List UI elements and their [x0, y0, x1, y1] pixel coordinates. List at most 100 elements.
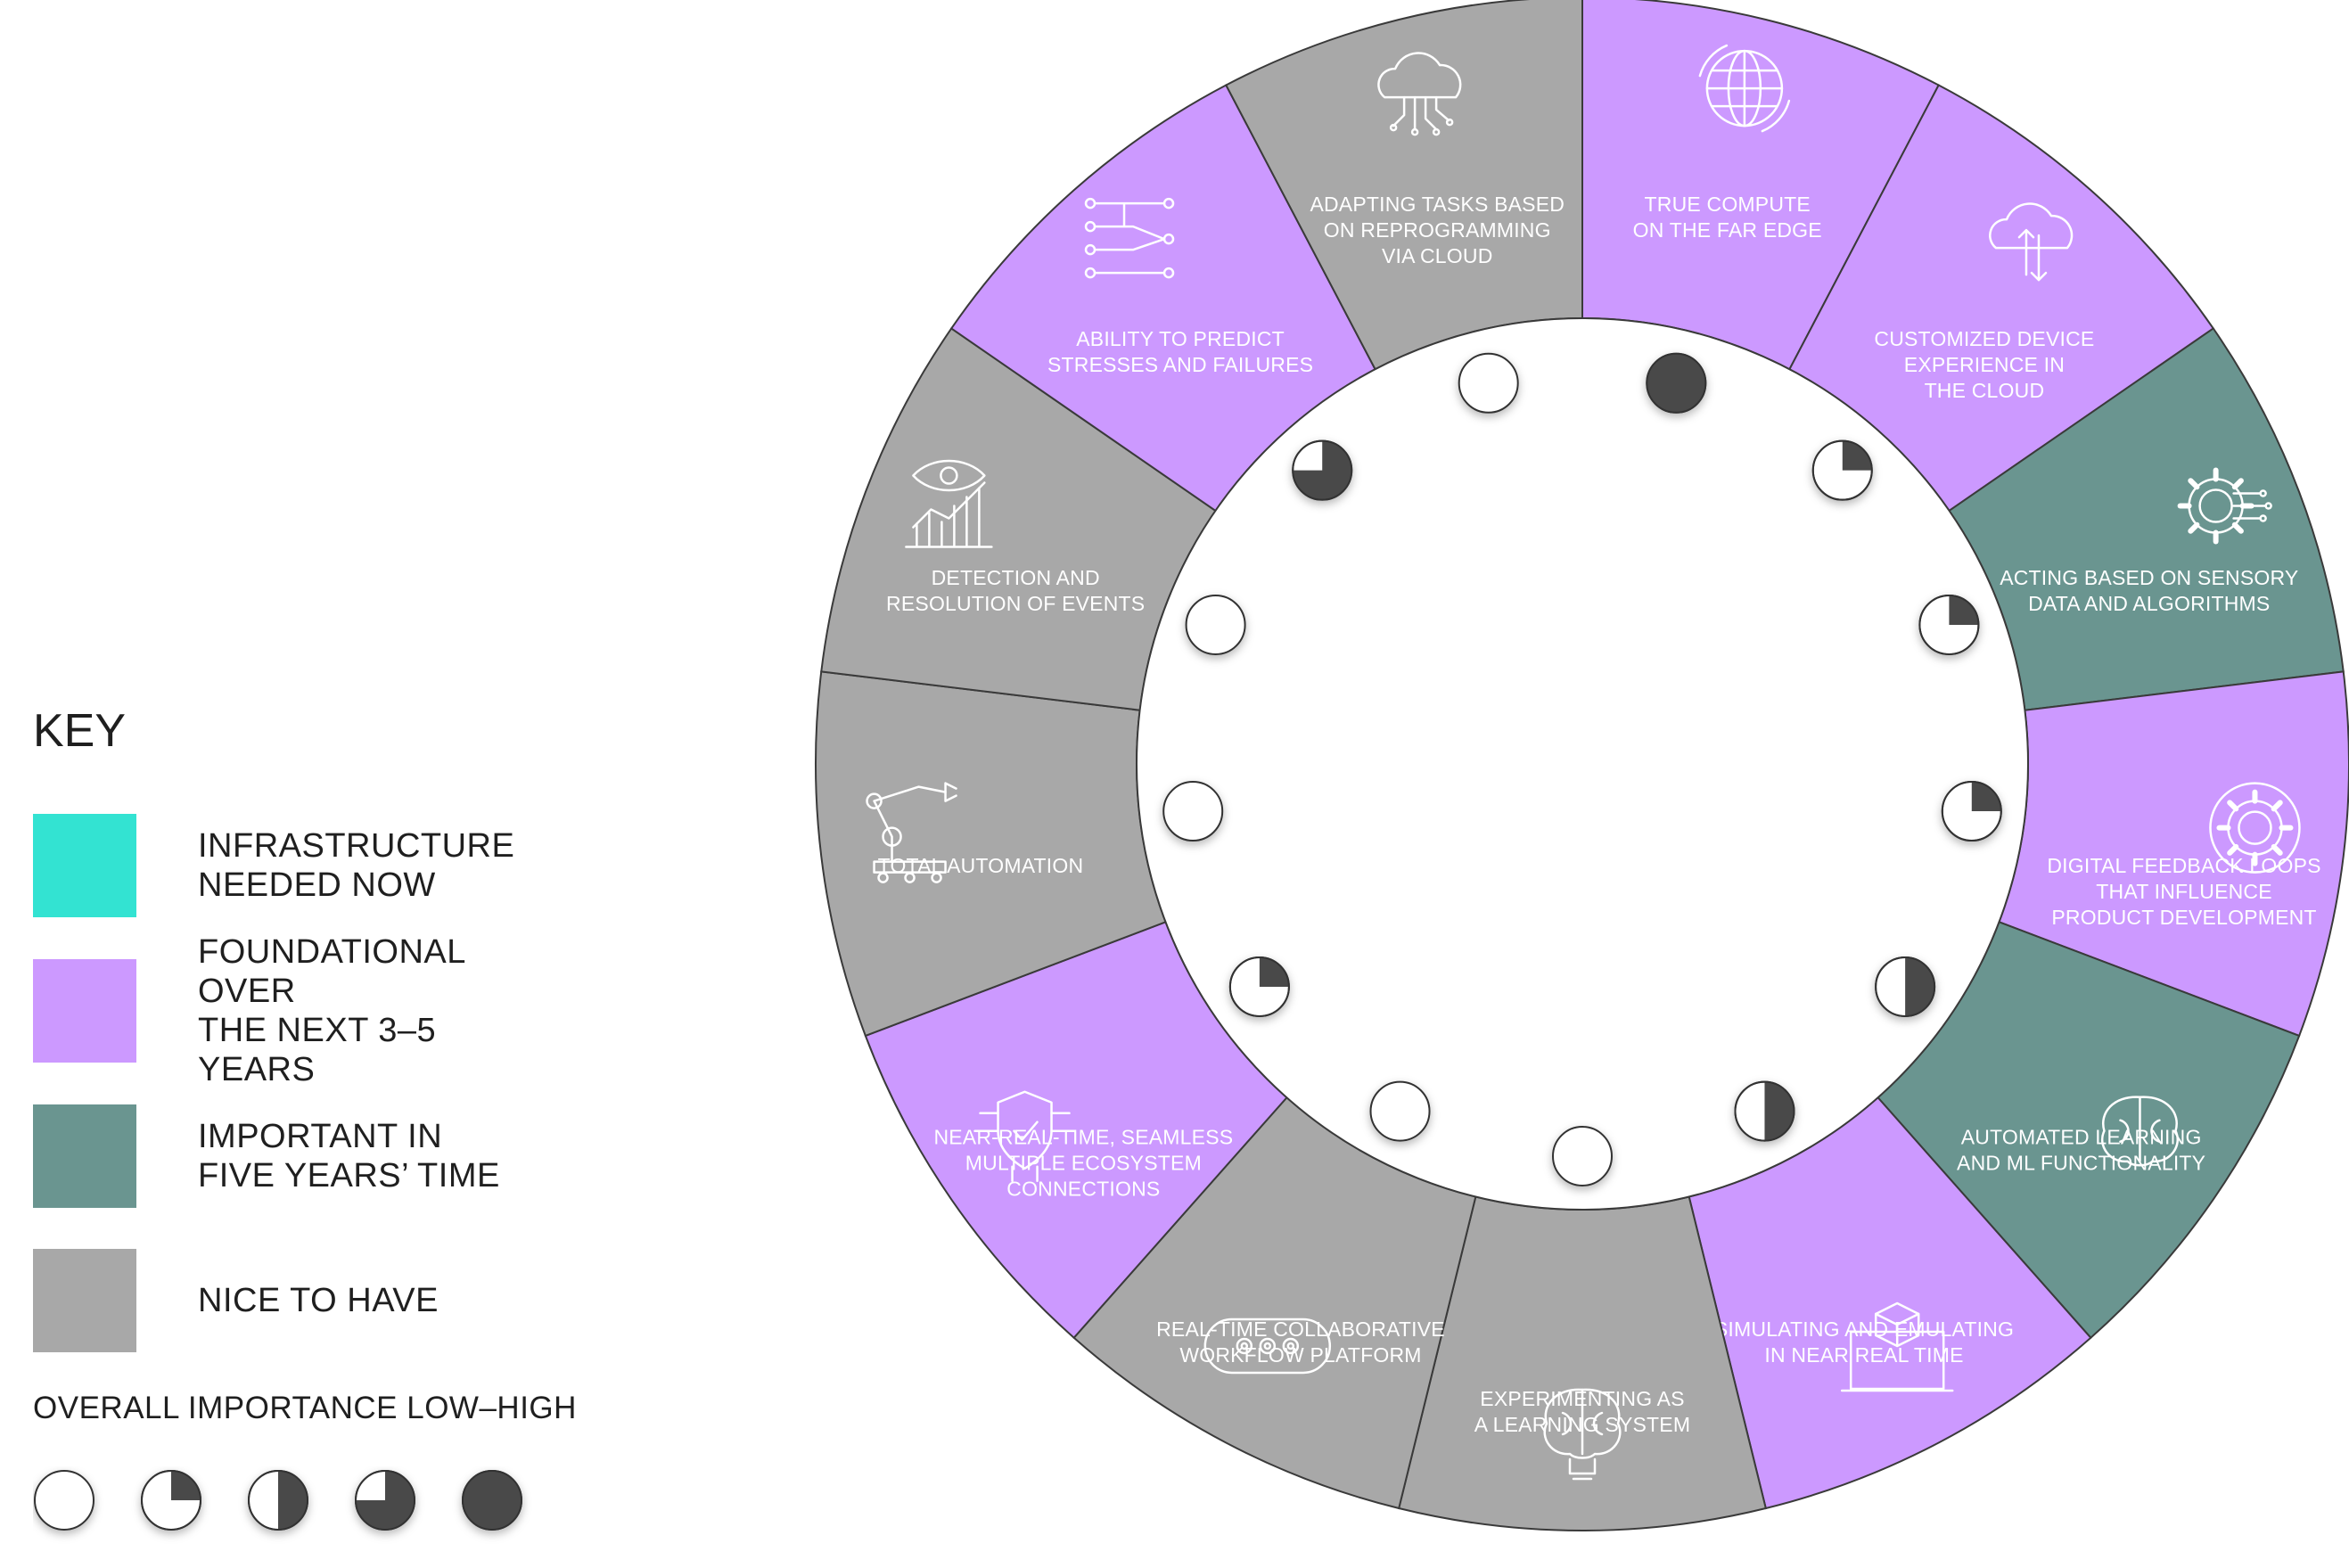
segment-label-line: CONNECTIONS	[1006, 1177, 1160, 1200]
key-swatch-important	[33, 1104, 136, 1208]
branch-nodes-icon	[1084, 197, 1175, 279]
gear-loop-icon	[2209, 782, 2301, 874]
importance-level-0	[34, 1470, 94, 1531]
key-item-important: IMPORTANT IN FIVE YEARS’ TIME	[33, 1104, 532, 1208]
segment-label-line: ABILITY TO PREDICT	[1076, 327, 1285, 350]
segment-label-line: DATA AND ALGORITHMS	[2028, 592, 2270, 615]
importance-indicator	[1369, 1080, 1431, 1142]
segment-label-line: IN NEAR REAL TIME	[1764, 1343, 1963, 1367]
importance-indicator	[1918, 594, 1980, 655]
key-item-foundational: FOUNDATIONAL OVER THE NEXT 3–5 YEARS	[33, 933, 532, 1088]
segment-label-line: DIGITAL FEEDBACK LOOPS	[2047, 854, 2320, 877]
segment-label-line: TRUE COMPUTE	[1645, 193, 1811, 216]
key-item-infrastructure: INFRASTRUCTURE NEEDED NOW	[33, 814, 532, 917]
segment-label: AUTOMATED LEARNING AND ML FUNCTIONALITY	[1957, 1125, 2205, 1174]
segment-label-line: AUTOMATED LEARNING	[1961, 1125, 2202, 1148]
segment-label-line: WORKFLOW PLATFORM	[1179, 1343, 1421, 1367]
importance-scale	[34, 1470, 522, 1531]
segment-label-line: REAL-TIME COLLABORATIVE	[1156, 1318, 1445, 1341]
key-title: KEY	[33, 705, 127, 757]
segment-label-line: ACTING BASED ON SENSORY	[2000, 566, 2298, 589]
segment-label-line: ADAPTING TASKS BASED	[1310, 193, 1565, 216]
importance-indicator	[1162, 781, 1224, 842]
brain-icon	[2101, 1096, 2179, 1167]
importance-indicator	[1811, 439, 1873, 501]
key-label-foundational: FOUNDATIONAL OVER THE NEXT 3–5 YEARS	[198, 933, 465, 1088]
importance-indicator	[1875, 956, 1936, 1017]
lightbulb-brain-icon	[1543, 1388, 1622, 1481]
segment-label-line: MULTIPLE ECOSYSTEM	[965, 1151, 1202, 1174]
importance-scale-title: OVERALL IMPORTANCE LOW–HIGH	[33, 1391, 577, 1425]
segment-label-line: CUSTOMIZED DEVICE	[1874, 327, 2094, 350]
segment-label-line: TOTAL AUTOMATION	[878, 854, 1084, 877]
segment-gear-circuit: ACTING BASED ON SENSORY DATA AND ALGORITH…	[1948, 327, 2345, 711]
cloud-circuit-icon	[1377, 52, 1462, 136]
segment-label-line: VIA CLOUD	[1382, 244, 1493, 267]
segment-label-line: DETECTION AND	[932, 566, 1100, 589]
segment-label: EXPERIMENTING AS A LEARNING SYSTEM	[1474, 1387, 1690, 1436]
segment-label: DETECTION AND RESOLUTION OF EVENTS	[886, 566, 1145, 615]
segment-label-line: ON REPROGRAMMING	[1324, 218, 1551, 242]
key-item-nice: NICE TO HAVE	[33, 1249, 532, 1352]
key-label-important: IMPORTANT IN FIVE YEARS’ TIME	[198, 1118, 500, 1194]
segment-label-line: EXPERIMENTING AS	[1480, 1387, 1684, 1410]
segment-label-line: AND ML FUNCTIONALITY	[1957, 1151, 2205, 1174]
cloud-sync-icon	[1989, 202, 2074, 282]
importance-indicator	[1646, 352, 1707, 414]
segment-label: ABILITY TO PREDICT STRESSES AND FAILURES	[1047, 327, 1313, 376]
segment-branch-nodes: ABILITY TO PREDICT STRESSES AND FAILURES	[949, 84, 1376, 513]
importance-indicator	[1458, 352, 1519, 414]
segment-robot-arm: TOTAL AUTOMATION	[815, 670, 1167, 1038]
key-label-infrastructure: INFRASTRUCTURE NEEDED NOW	[198, 827, 515, 904]
gear-circuit-icon	[2177, 467, 2272, 545]
importance-level-2	[248, 1470, 308, 1531]
importance-indicator	[1228, 956, 1290, 1017]
key-swatch-nice	[33, 1249, 136, 1352]
importance-indicator	[1941, 781, 2002, 842]
key-label-nice: NICE TO HAVE	[198, 1282, 439, 1319]
globe-icon	[1698, 44, 1791, 133]
segment-lightbulb-brain: EXPERIMENTING AS A LEARNING SYSTEM	[1397, 1195, 1768, 1531]
workflow-gears-icon	[1203, 1318, 1331, 1375]
importance-level-1	[141, 1470, 201, 1531]
laptop-cube-icon	[1840, 1301, 1954, 1392]
segment-label-line: A LEARNING SYSTEM	[1474, 1413, 1690, 1436]
importance-indicator	[1292, 439, 1353, 501]
segment-label-line: THE CLOUD	[1925, 379, 2045, 402]
importance-indicator	[1552, 1126, 1613, 1186]
segment-label: TOTAL AUTOMATION	[878, 854, 1084, 877]
importance-level-4	[462, 1470, 522, 1531]
segment-label: NEAR-REAL-TIME, SEAMLESS MULTIPLE ECOSYST…	[933, 1125, 1233, 1200]
importance-indicators	[1162, 352, 2002, 1186]
importance-indicator	[1734, 1080, 1795, 1142]
segment-label: ACTING BASED ON SENSORY DATA AND ALGORITH…	[2000, 566, 2298, 615]
robot-arm-icon	[866, 782, 957, 883]
importance-indicator	[1185, 594, 1246, 655]
segment-label-line: SIMULATING AND EMULATING	[1714, 1318, 2014, 1341]
segment-label-line: STRESSES AND FAILURES	[1047, 353, 1313, 376]
importance-level-3	[355, 1470, 415, 1531]
segment-label-line: NEAR-REAL-TIME, SEAMLESS	[933, 1125, 1233, 1148]
eye-chart-icon	[905, 459, 993, 548]
segment-label-line: PRODUCT DEVELOPMENT	[2051, 906, 2316, 929]
key-swatch-infrastructure	[33, 814, 136, 917]
segment-label-line: ON THE FAR EDGE	[1633, 218, 1822, 242]
wheel-center	[1136, 317, 2029, 1211]
key-swatch-foundational	[33, 959, 136, 1063]
shield-network-icon	[973, 1090, 1076, 1182]
segment-brain: AUTOMATED LEARNING AND ML FUNCTIONALITY	[1877, 921, 2301, 1340]
segment-label-line: RESOLUTION OF EVENTS	[886, 592, 1145, 615]
